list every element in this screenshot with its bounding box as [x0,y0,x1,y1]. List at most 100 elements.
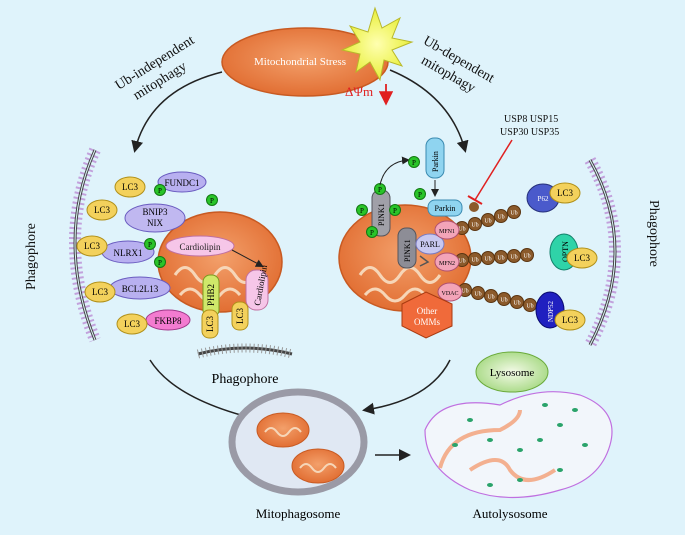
phagophore-right-label: Phagophore [646,200,661,267]
cardiolipin-inner-label: Cardiolipin [180,242,221,252]
enzyme-dot [517,448,523,452]
lysosome: Lysosome [475,351,549,393]
arrow-to-ub-independent [131,71,223,153]
svg-text:LC3: LC3 [84,241,101,251]
svg-text:P: P [158,259,162,267]
phb2-complex: PHB2 LC3 Cardiolipin LC3 [201,264,269,339]
svg-text:PINK1: PINK1 [403,239,412,262]
svg-text:OPTN: OPTN [561,241,570,262]
ub-chain-mfn1-ub [507,205,521,219]
svg-text:BCL2L13: BCL2L13 [122,284,159,294]
other-omms: Other OMMs [401,291,453,339]
phagophore-left-membrane [69,147,101,343]
enzyme-dot [582,443,588,447]
svg-text:NDP52: NDP52 [547,300,555,322]
svg-text:LC3: LC3 [235,307,245,324]
svg-text:PARL: PARL [420,240,440,249]
stress-burst-icon [340,6,414,82]
mitophagosome [228,388,368,496]
autolysosome-label: Autolysosome [472,506,547,521]
receptor-bnip3-nix: BNIP3 NIX LC3 P [86,184,186,233]
svg-text:P: P [148,241,152,249]
svg-text:OMMs: OMMs [414,317,441,327]
enzyme-dot [487,483,493,487]
ub-chain-vdac-ub [510,295,524,309]
svg-text:Other: Other [417,306,438,316]
svg-text:FKBP8: FKBP8 [154,316,182,326]
enzyme-dot [542,403,548,407]
pink1-inner: PINK1 PARL [397,227,445,269]
svg-text:VDAC: VDAC [441,291,458,297]
ub-independent-label: Ub-independent mitophagy [113,33,198,104]
svg-text:MFN1: MFN1 [439,229,455,235]
autolysosome-enzyme-dots [452,403,588,487]
svg-text:P: P [393,207,397,215]
ub-chain-mfn1-ub [494,209,508,223]
receptor-bcl2l13: BCL2L13 LC3 [84,276,171,303]
ub-chain-mfn1-ub [481,213,495,227]
parkin-active: P Parkin [414,188,463,217]
svg-text:BNIP3: BNIP3 [142,207,168,217]
ub-chain-vdac-ub-label: Ub [513,301,520,307]
ub-chain-mfn1-ub-label: Ub [471,223,478,229]
ub-chain-mfn1-ub-label: Ub [458,227,465,233]
ub-chain-vdac-ub-label: Ub [487,295,494,301]
svg-text:P: P [378,186,382,194]
phagophore-left-label: Phagophore [24,223,39,290]
receptor-fundc1: FUNDC1 LC3 P [114,171,218,206]
enzyme-dot [557,468,563,472]
ub-chain-mfn1-ub-label: Ub [484,219,491,225]
ub-single [469,202,479,212]
mito-stress-label: Mitochondrial Stress [254,56,346,68]
autolysosome [424,391,613,499]
enzyme-dot [572,408,578,412]
usp-line1: USP8 USP15 [504,114,558,125]
stressed-mitochondrion: Mitochondrial Stress [221,27,389,97]
enzyme-dot [537,438,543,442]
ub-chain-mfn1-ub-label: Ub [510,211,517,217]
usp-line2: USP30 USP35 [500,127,559,138]
svg-text:P: P [418,191,422,199]
adaptor-optn: OPTN LC3 [549,233,598,271]
svg-text:LC3: LC3 [562,315,579,325]
svg-text:MFN2: MFN2 [439,261,455,267]
enzyme-dot [487,438,493,442]
arrow-right-to-mitophagosome [362,359,451,415]
ub-chain-mfn2-ub-label: Ub [523,254,530,260]
svg-text:NIX: NIX [147,218,163,228]
ub-chain-vdac-ub [484,289,498,303]
svg-text:LC3: LC3 [122,182,139,192]
delta-psi-label: ΔΨm [345,84,373,99]
svg-text:LC3: LC3 [557,188,574,198]
vdac: VDAC [437,282,463,302]
adaptor-p62: P62 LC3 [526,182,581,213]
ub-chain-mfn2-ub-label: Ub [458,259,465,265]
ub-chain-mfn2-ub-label: Ub [497,256,504,262]
usp-inhibit-line [474,139,513,201]
svg-text:LC3: LC3 [92,287,109,297]
svg-text:P: P [158,187,162,195]
enzyme-dot [452,443,458,447]
ub-chain-mfn1-ub [468,217,482,231]
svg-text:P: P [412,159,416,167]
phagophore-bottom-label: Phagophore [212,372,279,387]
svg-text:FUNDC1: FUNDC1 [164,178,199,188]
svg-text:P: P [360,207,364,215]
ub-chain-mfn2-ub [520,248,534,262]
enzyme-dot [557,423,563,427]
svg-text:LC3: LC3 [94,205,111,215]
phagophore-bottom-membrane [196,343,294,359]
ub-chain-mfn2-ub-label: Ub [471,258,478,264]
svg-text:Lysosome: Lysosome [490,367,535,379]
ub-chain-vdac-ub-label: Ub [526,304,533,310]
enzyme-dot [467,418,473,422]
svg-text:P: P [370,229,374,237]
adaptor-ndp52: NDP52 LC3 [535,291,586,331]
svg-text:PINK1: PINK1 [377,203,386,226]
receptor-fkbp8: FKBP8 LC3 [116,309,191,335]
ub-chain-mfn2-ub-label: Ub [510,255,517,261]
svg-text:P62: P62 [538,195,549,203]
